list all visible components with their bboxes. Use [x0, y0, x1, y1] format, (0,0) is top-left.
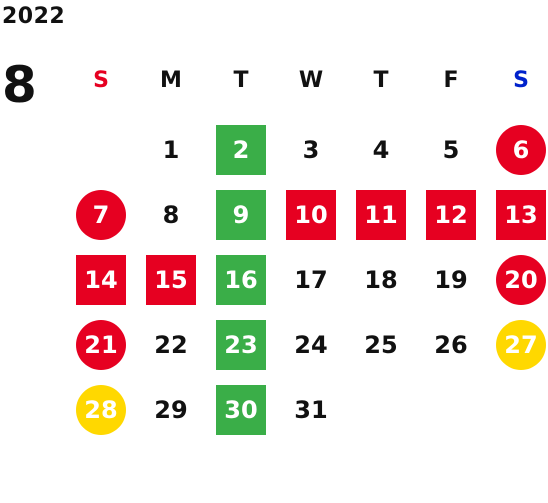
- day-cell-23: 23: [216, 320, 266, 370]
- day-cell-6: 6: [496, 125, 546, 175]
- day-cell-13: 13: [496, 190, 546, 240]
- weekday-3: W: [298, 68, 324, 93]
- weekday-1: M: [160, 68, 182, 93]
- day-cell-1: 1: [162, 136, 180, 164]
- day-cell-5: 5: [442, 136, 460, 164]
- day-cell-2: 2: [216, 125, 266, 175]
- day-cell-20: 20: [496, 255, 546, 305]
- weekday-0: S: [93, 68, 109, 93]
- day-cell-10: 10: [286, 190, 336, 240]
- day-cell-22: 22: [154, 331, 188, 359]
- day-cell-7: 7: [76, 190, 126, 240]
- day-cell-24: 24: [294, 331, 328, 359]
- day-cell-14: 14: [76, 255, 126, 305]
- day-cell-29: 29: [154, 396, 188, 424]
- day-cell-27: 27: [496, 320, 546, 370]
- day-cell-15: 15: [146, 255, 196, 305]
- weekday-2: T: [233, 68, 249, 93]
- day-cell-30: 30: [216, 385, 266, 435]
- day-cell-16: 16: [216, 255, 266, 305]
- weekday-5: F: [443, 68, 459, 93]
- day-cell-11: 11: [356, 190, 406, 240]
- day-cell-4: 4: [372, 136, 390, 164]
- day-cell-19: 19: [434, 266, 468, 294]
- day-cell-28: 28: [76, 385, 126, 435]
- day-cell-21: 21: [76, 320, 126, 370]
- day-cell-17: 17: [294, 266, 328, 294]
- day-cell-8: 8: [162, 201, 180, 229]
- weekday-6: S: [513, 68, 529, 93]
- day-cell-18: 18: [364, 266, 398, 294]
- year-label: 2022: [2, 4, 66, 29]
- day-cell-3: 3: [302, 136, 320, 164]
- day-cell-9: 9: [216, 190, 266, 240]
- day-cell-31: 31: [294, 396, 328, 424]
- day-cell-26: 26: [434, 331, 468, 359]
- month-label: 8: [2, 56, 37, 114]
- day-cell-25: 25: [364, 331, 398, 359]
- weekday-4: T: [373, 68, 389, 93]
- day-cell-12: 12: [426, 190, 476, 240]
